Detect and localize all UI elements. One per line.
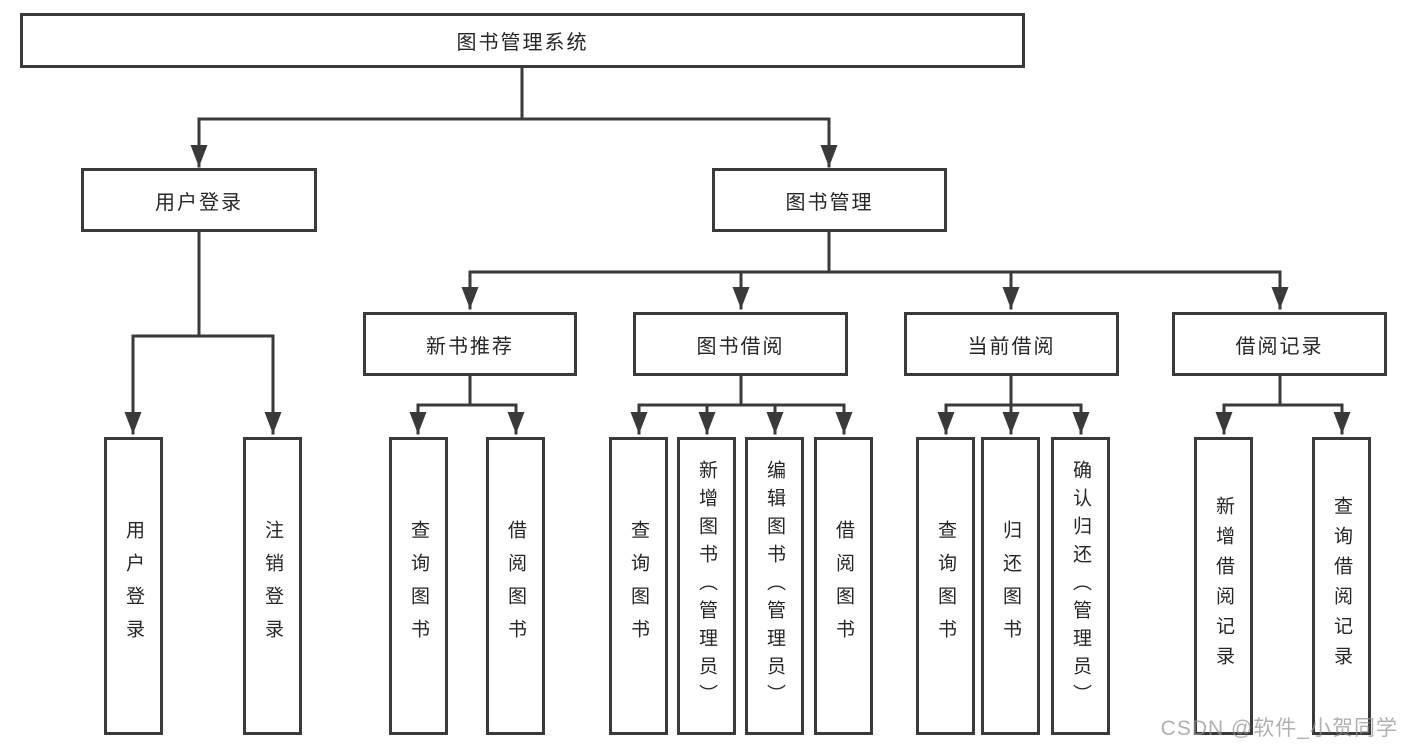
node-current-borrowing: 当前借阅 [904,312,1119,376]
leaf-label: 确认归还（管理员） [1070,460,1091,712]
leaf-add-books-admin: 新增图书（管理员） [677,437,736,735]
leaf-query-borrow-record: 查询借阅记录 [1312,437,1371,735]
node-library-management-system: 图书管理系统 [20,13,1025,68]
connector-borrowing-records [1215,374,1351,435]
leaf-label: 编辑图书（管理员） [764,460,785,712]
leaf-query-books-current: 查询图书 [916,437,975,735]
node-label: 当前借阅 [967,335,1056,358]
node-label: 图书管理系统 [456,32,589,54]
leaf-label: 查询图书 [628,520,649,652]
leaf-label: 查询借阅记录 [1331,496,1352,676]
leaf-add-borrow-record: 新增借阅记录 [1194,437,1253,735]
connector-book-management [461,230,1289,310]
node-book-management: 图书管理 [712,168,947,232]
connector-book-borrowing [630,374,853,435]
leaf-query-books-recommend: 查询图书 [389,437,448,735]
leaf-label: 用户登录 [123,520,144,652]
node-label: 新书推荐 [426,335,514,358]
leaf-borrow-books-recommend: 借阅图书 [486,437,545,735]
leaf-label: 借阅图书 [833,520,854,652]
watermark: CSDN @软件_小贺同学 [1160,717,1398,740]
leaf-label: 归还图书 [1000,520,1021,652]
leaf-label: 查询图书 [935,520,956,652]
connector-current-borrowing [937,374,1090,435]
connector-user-login [124,230,282,435]
node-label: 用户登录 [155,191,243,214]
node-book-borrowing: 图书借阅 [633,312,848,376]
leaf-user-login: 用户登录 [104,437,163,735]
leaf-edit-books-admin: 编辑图书（管理员） [745,437,804,735]
connector-root [190,66,838,168]
leaf-label: 新增图书（管理员） [696,460,717,712]
node-user-login: 用户登录 [81,168,317,232]
node-label: 图书管理 [785,191,874,214]
leaf-query-books-borrowing: 查询图书 [609,437,668,735]
leaf-confirm-return-admin: 确认归还（管理员） [1051,437,1110,735]
node-borrowing-records: 借阅记录 [1172,312,1387,376]
leaf-borrow-books-borrowing: 借阅图书 [814,437,873,735]
node-label: 借阅记录 [1235,335,1324,358]
leaf-label: 新增借阅记录 [1213,496,1234,676]
leaf-label: 借阅图书 [505,520,526,652]
leaf-logout-login: 注销登录 [243,437,302,735]
node-label: 图书借阅 [696,335,785,358]
connector-new-book-recommendation [409,374,525,435]
leaf-label: 查询图书 [408,520,429,652]
node-new-book-recommendation: 新书推荐 [363,312,577,376]
leaf-return-books: 归还图书 [981,437,1040,735]
leaf-label: 注销登录 [262,520,283,652]
